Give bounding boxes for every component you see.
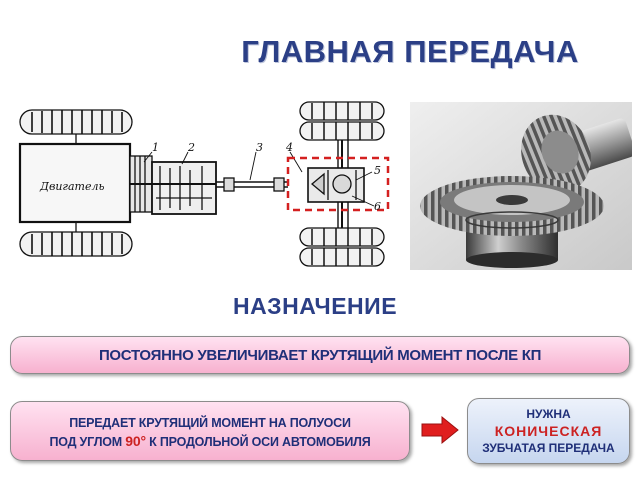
function-line-2-suffix: К ПРОДОЛЬНОЙ ОСИ АВТОМОБИЛЯ — [145, 435, 371, 449]
final-drive-housing — [307, 167, 365, 203]
requirement-line-1: НУЖНА — [526, 407, 571, 421]
section-heading: НАЗНАЧЕНИЕ — [232, 293, 398, 319]
callout-3: 3 — [256, 141, 263, 154]
callout-2: 2 — [187, 141, 195, 154]
function-box: ПЕРЕДАЕТ КРУТЯЩИЙ МОМЕНТ НА ПОЛУОСИ ПОД … — [10, 401, 410, 461]
drivetrain-schematic: Двигатель 1 2 3 4 5 6 — [18, 101, 390, 267]
rear-left-wheels — [299, 101, 385, 141]
pinion-gear — [521, 114, 591, 194]
slide-title: ГЛАВНАЯ ПЕРЕДАЧА — [241, 34, 579, 69]
requirement-box: НУЖНА КОНИЧЕСКАЯ ЗУБЧАТАЯ ПЕРЕДАЧА — [467, 398, 630, 464]
final-drive-highlight — [286, 156, 390, 212]
function-line-2-prefix: ПОД УГЛОМ — [49, 435, 126, 449]
arrow-right-icon — [421, 415, 459, 445]
engine-label: Двигатель — [39, 180, 104, 193]
rear-right-wheels — [299, 227, 385, 267]
driveshaft — [216, 177, 288, 192]
bevel-gear-photo — [410, 102, 632, 270]
callout-5: 5 — [374, 164, 381, 177]
ring-gear — [420, 176, 604, 268]
gearbox — [151, 161, 217, 215]
requirement-gear-type: КОНИЧЕСКАЯ — [494, 423, 603, 439]
requirement-line-3: ЗУБЧАТАЯ ПЕРЕДАЧА — [482, 441, 615, 455]
function-angle: 90° — [125, 433, 146, 449]
purpose-box: ПОСТОЯННО УВЕЛИЧИВАЕТ КРУТЯЩИЙ МОМЕНТ ПО… — [10, 336, 630, 374]
callout-1: 1 — [152, 141, 159, 154]
clutch — [129, 155, 153, 213]
engine-block — [18, 142, 132, 224]
callout-4: 4 — [285, 141, 293, 154]
callout-6: 6 — [374, 200, 381, 213]
front-left-wheel — [19, 109, 133, 135]
function-line-1: ПЕРЕДАЕТ КРУТЯЩИЙ МОМЕНТ НА ПОЛУОСИ — [69, 416, 351, 430]
front-right-wheel — [19, 231, 133, 257]
purpose-text: ПОСТОЯННО УВЕЛИЧИВАЕТ КРУТЯЩИЙ МОМЕНТ ПО… — [98, 347, 542, 364]
